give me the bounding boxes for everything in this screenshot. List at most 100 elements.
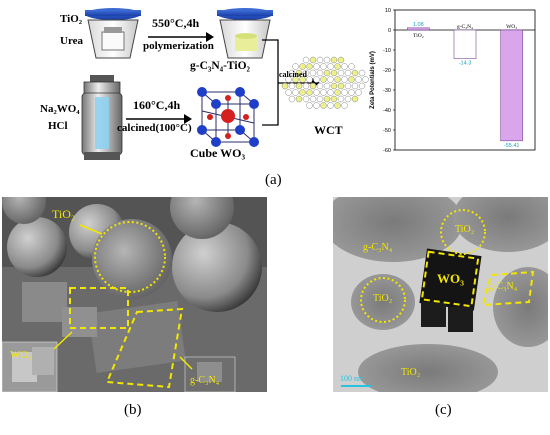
arrow1-condition: 550°C,4h: [152, 16, 200, 30]
zeta-bar: [453, 29, 477, 59]
wct-particle: [323, 56, 331, 64]
panel-b-letter: (b): [124, 402, 142, 418]
wct-particle: [295, 95, 303, 103]
wct-particle: [327, 102, 334, 109]
wct-particle: [341, 63, 348, 70]
zeta-category-label: WO₃: [506, 24, 517, 30]
wct-particle: [320, 102, 327, 109]
wct-particle: [351, 95, 359, 103]
arrow1-process: polymerization: [143, 40, 214, 52]
zeta-plot-frame: [394, 9, 536, 151]
crystal-atoms: [197, 87, 259, 147]
arrow2-condition: 160°C,4h: [133, 98, 181, 112]
wct-particle: [337, 69, 345, 77]
gcn-tio2-label: g-C₃N₄-TiO₂: [190, 60, 250, 72]
wct-particle: [316, 82, 324, 90]
wct-particle: [313, 102, 320, 109]
wct-particle: [320, 76, 327, 83]
wct-particle: [316, 56, 324, 64]
wct-particle: [344, 82, 352, 90]
zeta-y-tick-label: -60: [383, 148, 391, 154]
wct-particle: [299, 89, 306, 96]
zeta-value-label: -55.41: [504, 143, 520, 149]
wct-particle: [337, 95, 345, 103]
arrow2-process: calcined(100°C): [117, 122, 192, 134]
wct-particle: [334, 89, 341, 96]
wct-particle: [323, 95, 331, 103]
wct-particle: [337, 82, 345, 90]
wct-particle: [351, 69, 359, 77]
wct-particle: [281, 82, 289, 90]
wct-particle: [309, 56, 317, 64]
wct-particle: [358, 69, 366, 77]
wct-particle: [320, 63, 327, 70]
wct-particle: [323, 82, 331, 90]
wct-particle: [292, 89, 299, 96]
wct-particle: [320, 89, 327, 96]
wct-particle: [341, 76, 348, 83]
wct-particle: [313, 89, 320, 96]
wct-particle: [288, 69, 296, 77]
wct-particle: [334, 76, 341, 83]
wct-particle: [355, 89, 362, 96]
sem-tio2-label: TiO₂: [52, 207, 76, 221]
wct-particle: [327, 63, 334, 70]
wct-particle: [285, 76, 292, 83]
tem-annotations: [360, 209, 535, 323]
na2wo4-label: Na₂WO₄: [40, 103, 80, 115]
wct-particle: [288, 82, 296, 90]
wct-particle: [334, 63, 341, 70]
combine-bracket: [262, 39, 279, 126]
wct-particle: [330, 95, 338, 103]
wct-particle: [348, 89, 355, 96]
wct-composite-icon: [281, 56, 369, 109]
zeta-y-tick-label: -50: [383, 128, 391, 134]
wct-particle: [334, 102, 341, 109]
panel-c-tem-image: g-C₃N₄ TiO₂ WO₃ g-C₃N₄ TiO₂ TiO₂ 100 nm: [333, 197, 548, 392]
wct-particle: [306, 89, 313, 96]
wct-particle: [292, 63, 299, 70]
wct-particle: [313, 63, 320, 70]
wct-particle: [358, 82, 366, 90]
tem-tio2-top-label: TiO₂: [455, 224, 475, 235]
zeta-value-label: 1.08: [413, 22, 424, 28]
sem-texture: [2, 197, 267, 392]
zeta-y-tick-label: -40: [383, 108, 391, 114]
wct-particle: [313, 76, 320, 83]
wct-particle: [288, 95, 296, 103]
zeta-y-tick-label: -30: [383, 88, 391, 94]
wct-particle: [295, 82, 303, 90]
wct-label: WCT: [314, 123, 343, 137]
wct-particle: [316, 69, 324, 77]
zeta-y-tick-label: 0: [388, 28, 391, 34]
tem-scale-bar-label: 100 nm: [340, 374, 365, 383]
wct-particle: [285, 89, 292, 96]
crucible-2-icon: [217, 8, 273, 59]
wct-particle: [362, 76, 369, 83]
sem-gcn-label: g-C₃N₄: [190, 375, 220, 386]
zeta-bar: [500, 29, 523, 142]
crucible-1-icon: [85, 8, 141, 59]
wct-particle: [309, 82, 317, 90]
wct-particle: [299, 63, 306, 70]
tem-texture: [333, 197, 548, 392]
hcl-label: HCl: [48, 120, 68, 132]
zeta-y-tick-label: 10: [385, 8, 391, 14]
wct-particle: [309, 69, 317, 77]
zeta-bar: [407, 27, 430, 31]
urea-label: Urea: [60, 35, 84, 47]
panel-b-sem-image: TiO₂ WO₃ g-C₃N₄: [2, 197, 267, 392]
wct-particle: [327, 76, 334, 83]
wct-particle: [309, 95, 317, 103]
wct-particle: [292, 76, 299, 83]
wct-particle: [316, 95, 324, 103]
wct-particle: [341, 102, 348, 109]
wct-particle: [344, 95, 352, 103]
tem-wo3-label: WO₃: [437, 271, 465, 286]
sem-annotations: [53, 221, 193, 389]
calcined-label: calcined: [279, 70, 307, 79]
zeta-y-tick-label: -20: [383, 68, 391, 74]
wct-particle: [330, 69, 338, 77]
wct-particle: [295, 69, 303, 77]
